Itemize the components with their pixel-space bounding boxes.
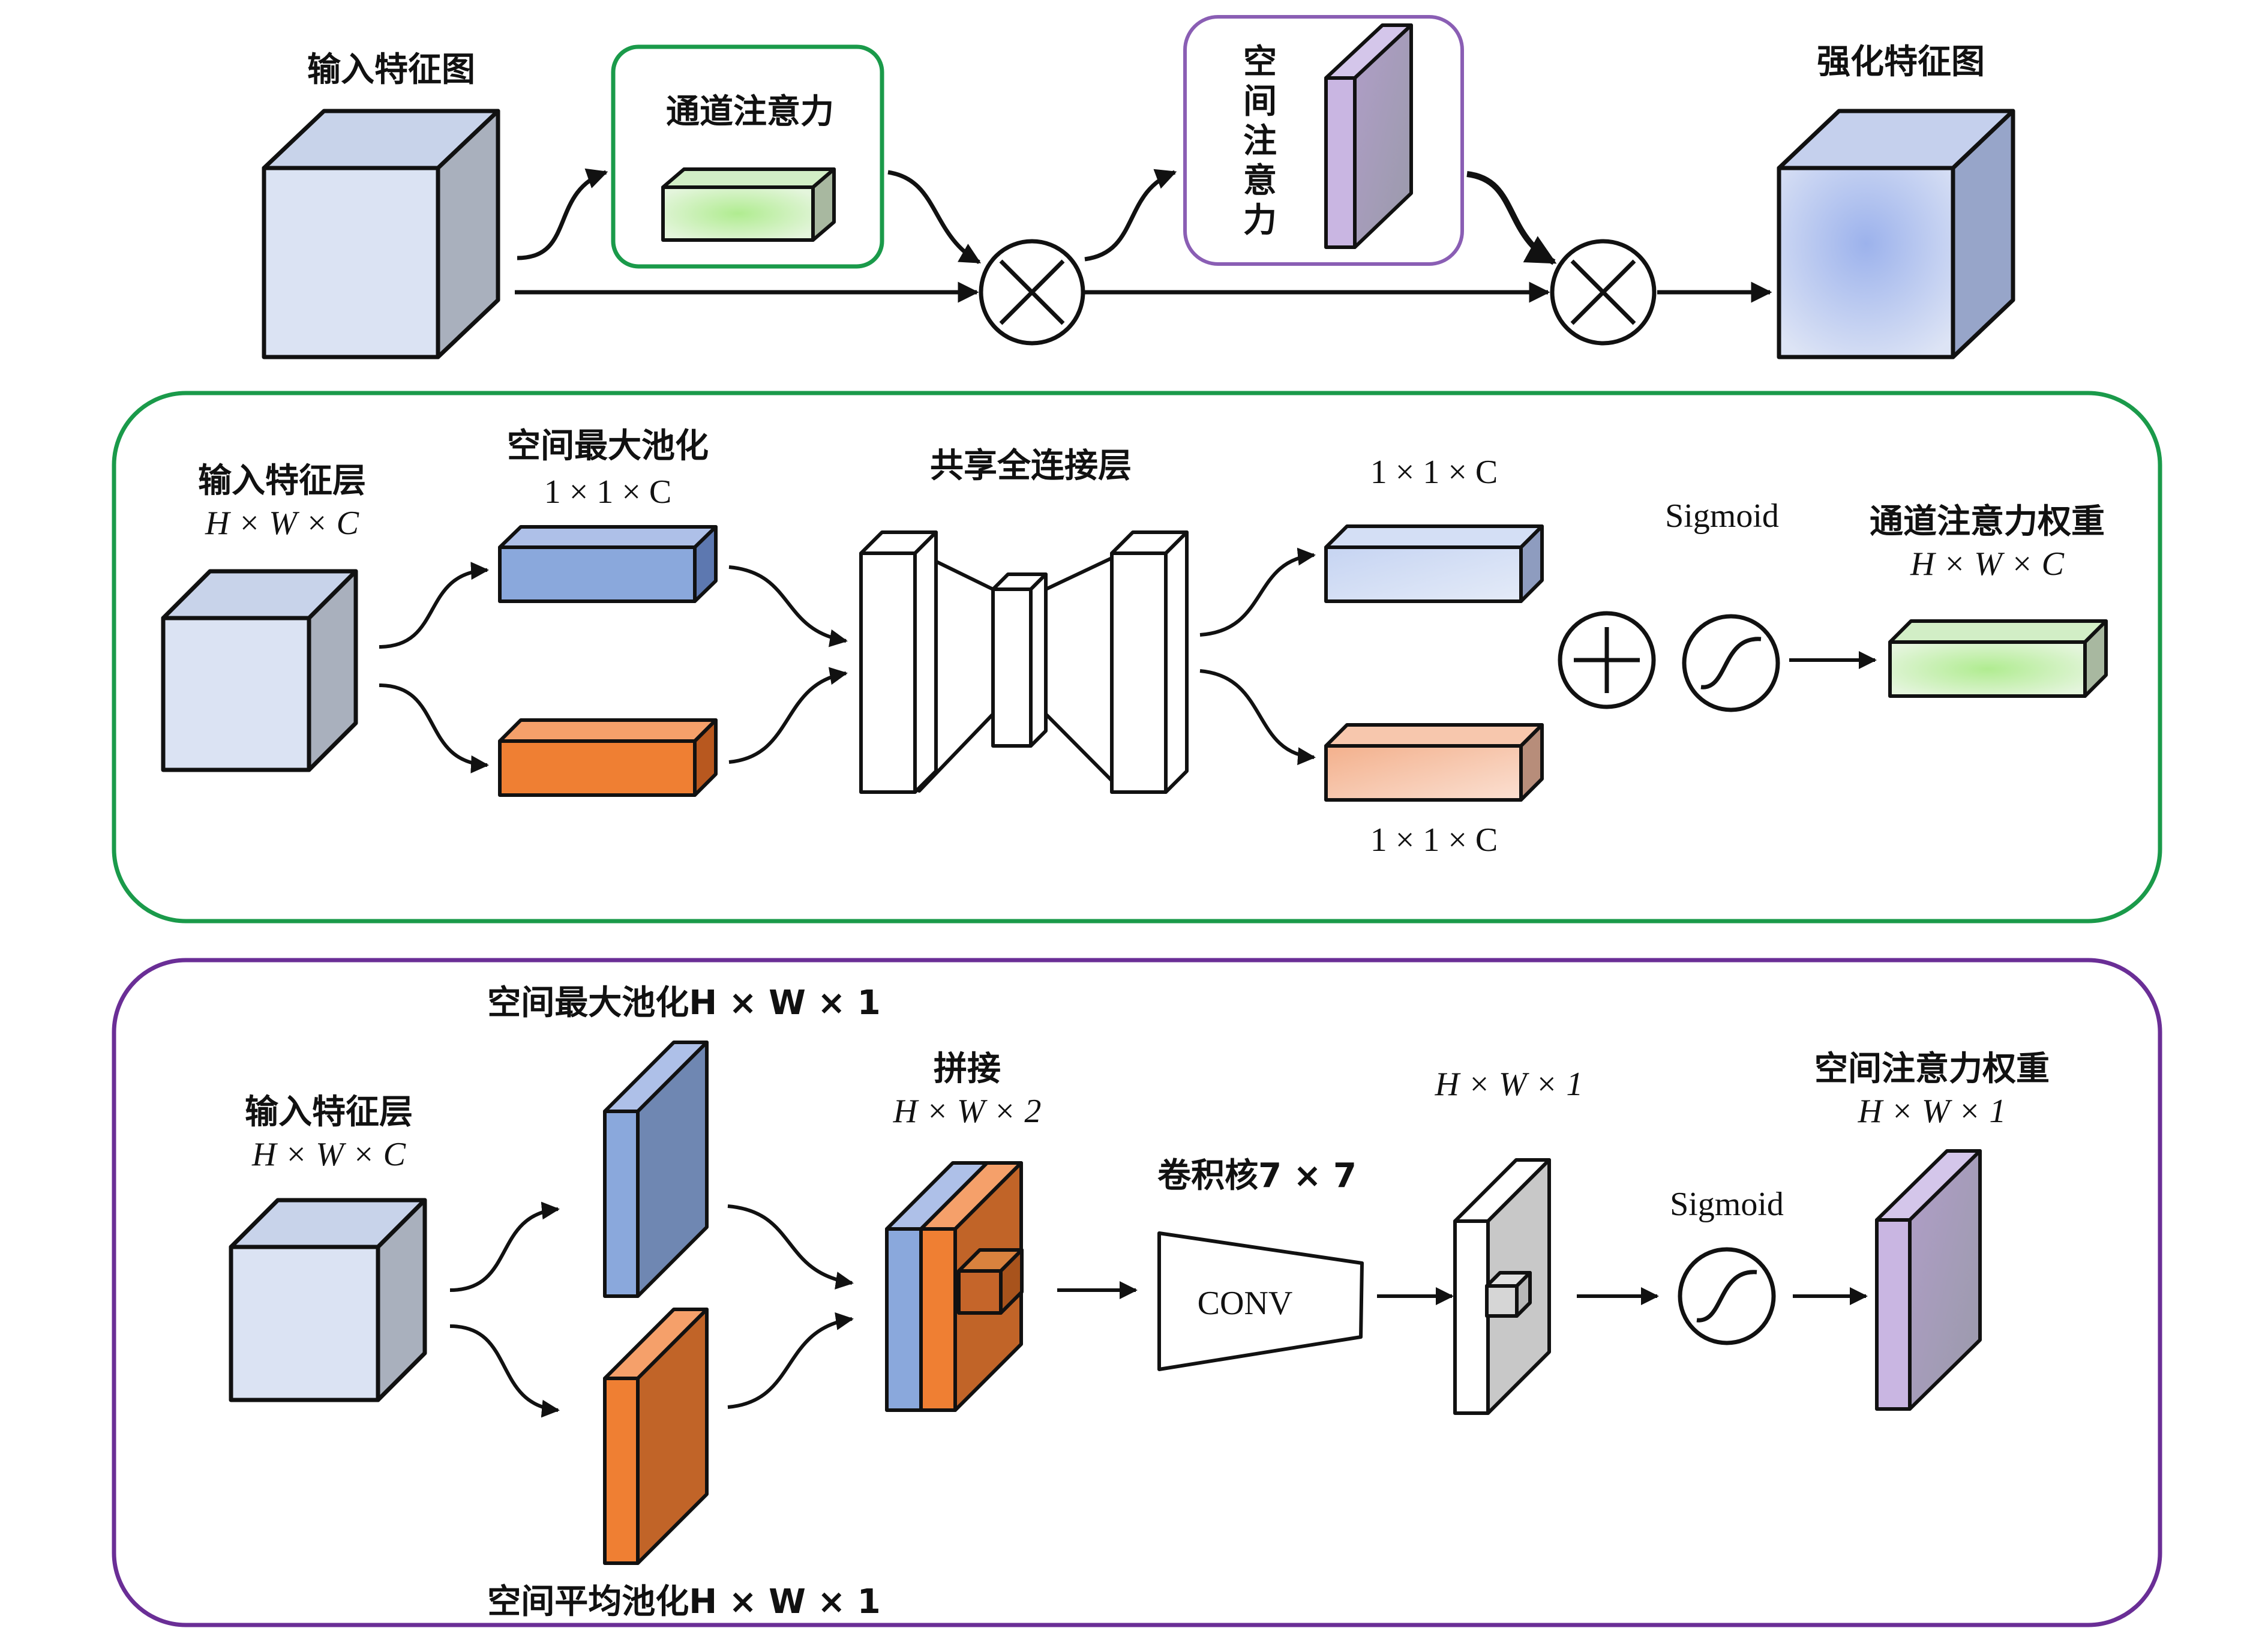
enhanced-feature-cube xyxy=(1777,109,2015,359)
spatial-avgpool-label: 空间平均池化H × W × 1 xyxy=(487,1582,880,1621)
concat-block xyxy=(885,1161,1024,1412)
concat-dims: H × W × 2 xyxy=(893,1093,1042,1130)
conv-out-dims: H × W × 1 xyxy=(1435,1066,1583,1103)
sigmoid-curve-icon xyxy=(1696,1270,1757,1323)
svg-text:注: 注 xyxy=(1243,122,1277,161)
spatial-input-title: 输入特征层 xyxy=(245,1093,413,1132)
shared-fc-network xyxy=(859,530,1189,794)
channel-weight-dims: H × W × C xyxy=(1910,545,2065,583)
concat-title: 拼接 xyxy=(934,1050,1001,1089)
channel-weight-title: 通道注意力权重 xyxy=(1870,502,2105,541)
channel-attention-box xyxy=(611,44,884,269)
channel-attention-bar xyxy=(661,167,836,242)
spatial-input-dims: H × W × C xyxy=(251,1136,406,1173)
plus-icon xyxy=(1574,627,1640,693)
channel-input-title: 输入特征层 xyxy=(198,461,366,500)
channel-arrows xyxy=(379,547,1877,773)
spatial-panel-frame xyxy=(112,958,2162,1627)
top-arrows xyxy=(515,168,1772,303)
spatial-attention-box xyxy=(1183,15,1464,266)
fc-out-bottom-dims: 1 × 1 × C xyxy=(1370,821,1498,859)
svg-text:空: 空 xyxy=(1243,43,1277,82)
channel-attention-label: 通道注意力 xyxy=(666,92,834,131)
channel-maxpool-dims: 1 × 1 × C xyxy=(544,473,672,511)
spatial-weight-title: 空间注意力权重 xyxy=(1814,1050,2050,1089)
shared-fc-title: 共享全连接层 xyxy=(930,446,1132,485)
channel-sigmoid-op xyxy=(1682,614,1780,712)
max-pool-map-blue xyxy=(603,1041,709,1298)
channel-sigmoid-label: Sigmoid xyxy=(1665,497,1779,535)
spatial-attention-panel: 空间最大池化H × W × 1 输入特征层 H × W × C 空间平均池化H … xyxy=(112,958,2162,1627)
output-pixel xyxy=(1485,1284,1519,1318)
spatial-attention-vertical-label: 空 间 注 意 力 xyxy=(1243,43,1277,240)
spatial-weight-dims: H × W × 1 xyxy=(1858,1093,2006,1130)
fc-out-bottom-vector xyxy=(1324,723,1544,802)
conv-label: CONV xyxy=(1198,1285,1293,1322)
spatial-maxpool-label: 空间最大池化H × W × 1 xyxy=(487,984,880,1023)
spatial-attention-slab xyxy=(1324,23,1413,249)
svg-text:间: 间 xyxy=(1243,82,1277,121)
channel-attention-panel: 输入特征层 H × W × C 空间最大池化 1 × 1 × C 共享全连接层 xyxy=(112,391,2162,924)
multiply-icon xyxy=(1570,259,1636,325)
sigmoid-curve-icon xyxy=(1700,637,1762,689)
conv-trapezoid xyxy=(1157,1231,1364,1371)
maxpool-vector-blue xyxy=(498,525,718,603)
spatial-weight-slab xyxy=(1875,1149,1982,1411)
top-overview: 输入特征图 通道注意力 空 间 注 意 力 强化特征图 xyxy=(262,15,2015,359)
multiply-icon xyxy=(999,259,1065,325)
fc-out-top-vector xyxy=(1324,524,1544,603)
conv-output-map xyxy=(1453,1158,1551,1415)
spatial-arrows xyxy=(449,1201,1868,1418)
input-feature-map-label: 输入特征图 xyxy=(307,50,475,89)
svg-text:力: 力 xyxy=(1243,201,1277,240)
spatial-sigmoid-label: Sigmoid xyxy=(1670,1186,1784,1223)
svg-text:意: 意 xyxy=(1243,161,1277,200)
spatial-input-cube xyxy=(229,1198,427,1402)
channel-input-dims: H × W × C xyxy=(205,505,359,542)
avgpool-vector-orange xyxy=(498,718,718,797)
avg-pool-map-orange xyxy=(603,1308,709,1565)
enhanced-feature-map-label: 强化特征图 xyxy=(1817,43,1985,82)
spatial-sigmoid-op xyxy=(1678,1247,1776,1345)
kernel-size-label: 卷积核7 × 7 xyxy=(1157,1156,1357,1195)
fc-out-top-dims: 1 × 1 × C xyxy=(1370,454,1498,491)
input-feature-cube xyxy=(262,109,500,359)
channel-input-cube xyxy=(161,569,358,772)
channel-panel-frame xyxy=(112,391,2162,924)
kernel-window xyxy=(957,1269,1003,1315)
channel-maxpool-title: 空间最大池化 xyxy=(507,427,709,466)
channel-weight-bar xyxy=(1888,619,2108,698)
